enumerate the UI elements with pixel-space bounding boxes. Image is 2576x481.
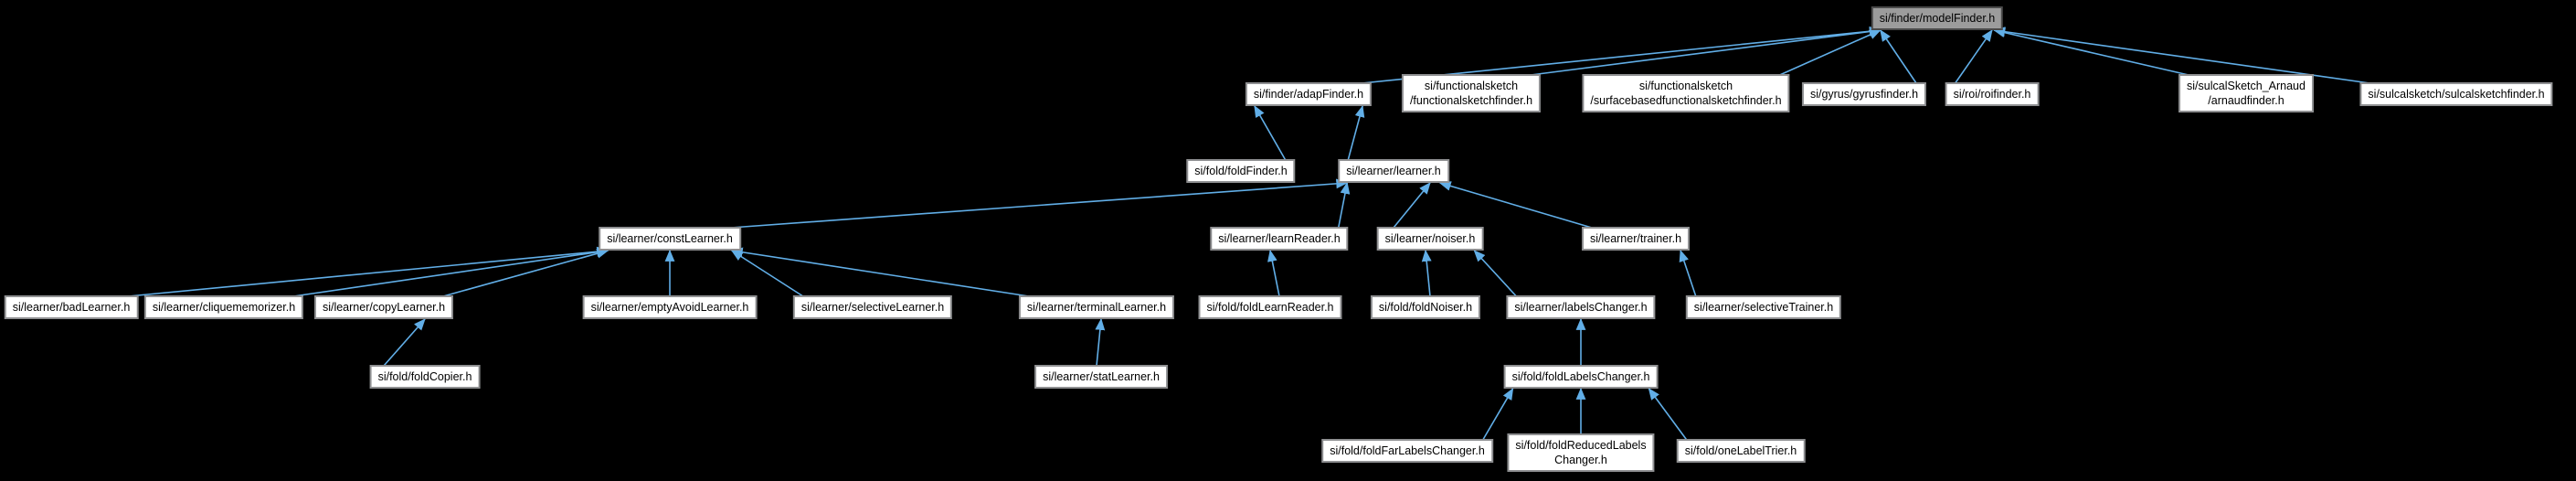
- node-label-line: si/learner/statLearner.h: [1043, 370, 1160, 383]
- graph-node-roifinder[interactable]: si/roi/roifinder.h: [1945, 82, 2040, 106]
- graph-node-trainer[interactable]: si/learner/trainer.h: [1581, 227, 1691, 251]
- node-label-line: si/finder/adapFinder.h: [1253, 88, 1364, 101]
- edge-functionalsketchfinder-to-modelFinder: [1530, 27, 1882, 76]
- node-label-line: /arnaudfinder.h: [2208, 94, 2284, 107]
- edge-trainer-to-learner: [1438, 181, 1593, 229]
- graph-node-sulcalsketchfinder[interactable]: si/sulcalsketch/sulcalsketchfinder.h: [2359, 82, 2553, 106]
- node-label-line: si/roi/roifinder.h: [1953, 88, 2031, 101]
- graph-node-labelsChanger[interactable]: si/learner/labelsChanger.h: [1506, 295, 1656, 319]
- node-label-line: si/functionalsketch: [1424, 80, 1519, 92]
- edge-arnaudfinder-to-modelFinder: [1993, 27, 2189, 76]
- node-label-line: si/sulcalSketch_Arnaud: [2187, 80, 2306, 92]
- node-label-line: si/fold/oneLabelTrier.h: [1684, 444, 1797, 457]
- node-label-line: si/sulcalsketch/sulcalsketchfinder.h: [2368, 88, 2545, 101]
- node-label-line: si/learner/selectiveLearner.h: [800, 301, 945, 314]
- edge-selectiveTrainer-to-trainer: [1679, 249, 1697, 297]
- graph-node-noiser[interactable]: si/learner/noiser.h: [1376, 227, 1484, 251]
- node-label-line: si/learner/emptyAvoidLearner.h: [590, 301, 749, 314]
- graph-node-cliquememorizer[interactable]: si/learner/cliquememorizer.h: [143, 295, 304, 319]
- node-label-line: si/fold/foldNoiser.h: [1378, 301, 1473, 314]
- edge-surfacebasedfunctionalsketchfinder-to-modelFinder: [1779, 29, 1882, 76]
- edge-constLearner-to-learner: [730, 178, 1349, 229]
- graph-node-oneLabelTrier[interactable]: si/fold/oneLabelTrier.h: [1676, 439, 1806, 463]
- graph-node-copyLearner[interactable]: si/learner/copyLearner.h: [313, 295, 454, 319]
- node-label-line: si/learner/selectiveTrainer.h: [1693, 301, 1834, 314]
- graph-node-learner[interactable]: si/learner/learner.h: [1338, 159, 1449, 183]
- node-label-line: si/learner/cliquememorizer.h: [152, 301, 296, 314]
- graph-node-foldFinder[interactable]: si/fold/foldFinder.h: [1186, 159, 1296, 183]
- node-label-line: si/learner/badLearner.h: [12, 301, 131, 314]
- node-label-line: /functionalsketchfinder.h: [1409, 94, 1533, 107]
- graph-node-foldLearnReader[interactable]: si/fold/foldLearnReader.h: [1198, 295, 1342, 319]
- node-label-line: si/learner/labelsChanger.h: [1514, 301, 1648, 314]
- node-label-line: si/finder/modelFinder.h: [1879, 12, 1996, 25]
- graph-node-constLearner[interactable]: si/learner/constLearner.h: [599, 227, 741, 251]
- node-label-line: si/learner/constLearner.h: [607, 232, 733, 245]
- edge-noiser-to-learner: [1393, 182, 1431, 229]
- graph-node-functionalsketchfinder[interactable]: si/functionalsketch/functionalsketchfind…: [1401, 74, 1542, 112]
- graph-node-selectiveLearner[interactable]: si/learner/selectiveLearner.h: [792, 295, 953, 319]
- edge-foldCopier-to-copyLearner: [383, 318, 426, 367]
- edge-foldFinder-to-adapFinder: [1254, 105, 1287, 161]
- edge-oneLabelTrier-to-foldLabelsChanger: [1648, 388, 1688, 441]
- graph-node-learnReader[interactable]: si/learner/learnReader.h: [1210, 227, 1349, 251]
- graph-node-foldFarLabelsChanger[interactable]: si/fold/foldFarLabelsChanger.h: [1321, 439, 1493, 463]
- node-label-line: Changer.h: [1554, 454, 1607, 466]
- graph-node-foldCopier[interactable]: si/fold/foldCopier.h: [369, 365, 481, 389]
- edge-badLearner-to-constLearner: [128, 246, 610, 297]
- node-label-line: si/fold/foldLabelsChanger.h: [1511, 370, 1650, 383]
- edge-learner-to-adapFinder: [1347, 104, 1365, 161]
- edge-gyrusfinder-to-modelFinder: [1880, 29, 1917, 84]
- node-label-line: si/fold/foldCopier.h: [377, 370, 472, 383]
- graph-node-selectiveTrainer[interactable]: si/learner/selectiveTrainer.h: [1685, 295, 1842, 319]
- node-label-line: si/fold/foldLearnReader.h: [1206, 301, 1334, 314]
- edge-foldLearnReader-to-learnReader: [1267, 249, 1280, 297]
- edge-cliquememorizer-to-constLearner: [293, 247, 610, 297]
- edge-labelsChanger-to-noiser: [1473, 250, 1517, 297]
- graph-node-badLearner[interactable]: si/learner/badLearner.h: [4, 295, 139, 319]
- node-label-line: si/learner/learner.h: [1346, 165, 1441, 177]
- graph-node-modelFinder[interactable]: si/finder/modelFinder.h: [1871, 6, 2004, 30]
- edge-foldNoiser-to-noiser: [1421, 249, 1432, 297]
- edge-statLearner-to-terminalLearner: [1095, 317, 1106, 367]
- graph-node-gyrusfinder[interactable]: si/gyrus/gyrusfinder.h: [1801, 82, 1927, 106]
- node-label-line: si/fold/foldFarLabelsChanger.h: [1330, 444, 1485, 457]
- edge-terminalLearner-to-constLearner: [730, 247, 1030, 297]
- node-label-line: si/fold/foldFinder.h: [1194, 165, 1288, 177]
- node-label-line: si/learner/noiser.h: [1384, 232, 1476, 245]
- node-label-line: si/learner/copyLearner.h: [322, 301, 446, 314]
- node-label-line: si/fold/foldReducedLabels: [1515, 439, 1647, 452]
- edge-learnReader-to-learner: [1337, 181, 1351, 229]
- node-label-line: si/gyrus/gyrusfinder.h: [1809, 88, 1919, 101]
- graph-node-adapFinder[interactable]: si/finder/adapFinder.h: [1245, 82, 1373, 106]
- graph-node-foldLabelsChanger[interactable]: si/fold/foldLabelsChanger.h: [1503, 365, 1659, 389]
- edge-selectiveLearner-to-constLearner: [730, 250, 804, 297]
- node-label-line: /surfacebasedfunctionalsketchfinder.h: [1590, 94, 1782, 107]
- node-label-line: si/functionalsketch: [1638, 80, 1733, 92]
- graph-node-emptyAvoidLearner[interactable]: si/learner/emptyAvoidLearner.h: [582, 295, 758, 319]
- edge-roifinder-to-modelFinder: [1954, 29, 1993, 84]
- node-label-line: si/learner/trainer.h: [1589, 232, 1682, 245]
- graph-node-surfacebasedfunctionalsketchfinder[interactable]: si/functionalsketch/surfacebasedfunction…: [1582, 74, 1790, 112]
- node-label-line: si/learner/learnReader.h: [1218, 232, 1341, 245]
- edge-copyLearner-to-constLearner: [442, 248, 610, 297]
- graph-node-arnaudfinder[interactable]: si/sulcalSketch_Arnaud/arnaudfinder.h: [2178, 74, 2314, 112]
- node-label-line: si/learner/terminalLearner.h: [1026, 301, 1167, 314]
- graph-node-foldNoiser[interactable]: si/fold/foldNoiser.h: [1370, 295, 1481, 319]
- graph-node-terminalLearner[interactable]: si/learner/terminalLearner.h: [1018, 295, 1175, 319]
- graph-node-statLearner[interactable]: si/learner/statLearner.h: [1034, 365, 1168, 389]
- edge-foldFarLabelsChanger-to-foldLabelsChanger: [1482, 388, 1514, 441]
